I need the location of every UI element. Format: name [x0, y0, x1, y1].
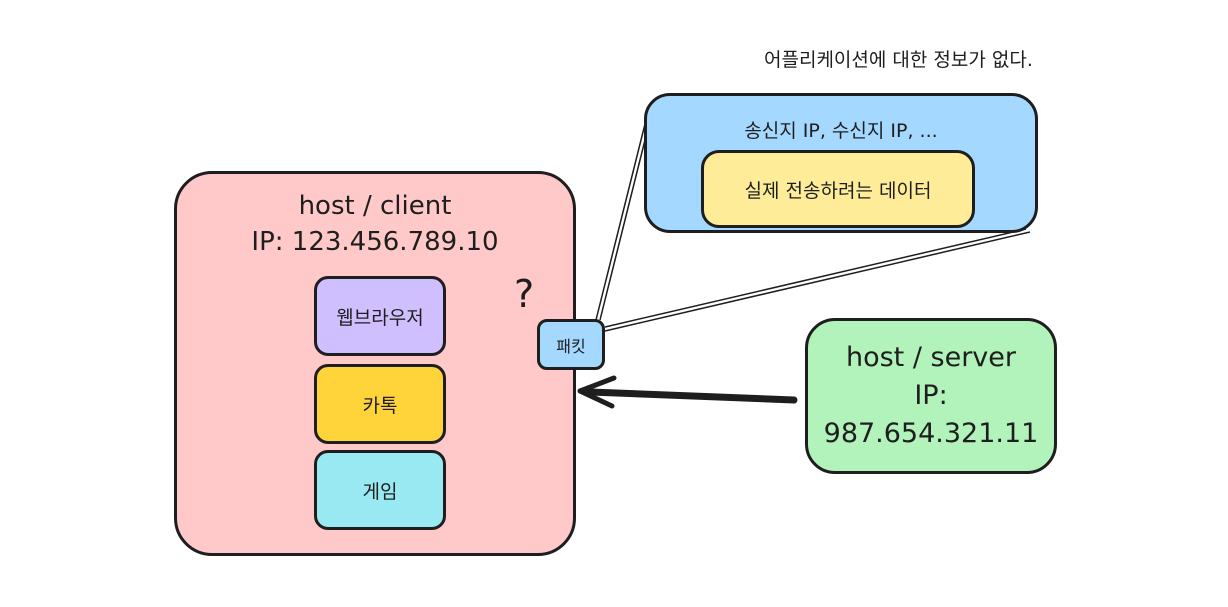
app-kakaotalk: 카톡	[314, 364, 446, 444]
server-to-client-arrow	[577, 375, 798, 409]
zoom-line-top-2	[599, 115, 652, 321]
packet-header-text: 송신지 IP, 수신지 IP, ...	[744, 120, 938, 142]
app-web-browser: 웹브라우저	[314, 276, 446, 356]
zoom-line-bottom-2	[604, 228, 1027, 328]
server-host-title: host / server	[845, 342, 1016, 373]
server-host-ip: IP: 987.654.321.11	[823, 380, 1039, 449]
no-app-info-note: 어플리케이션에 대한 정보가 없다.	[764, 49, 1033, 71]
packet-box: 패킷	[537, 319, 605, 370]
client-host-ip: IP: 123.456.789.10	[251, 227, 499, 257]
client-host-title: host / client	[298, 191, 452, 221]
zoom-line-bottom	[604, 231, 1031, 332]
zoom-line-top	[595, 111, 649, 321]
packet-payload-box: 실제 전송하려는 데이터	[701, 150, 975, 228]
app-game: 게임	[314, 450, 446, 530]
question-mark: ?	[514, 272, 535, 316]
server-host-box: host / server IP: 987.654.321.11	[805, 318, 1057, 474]
